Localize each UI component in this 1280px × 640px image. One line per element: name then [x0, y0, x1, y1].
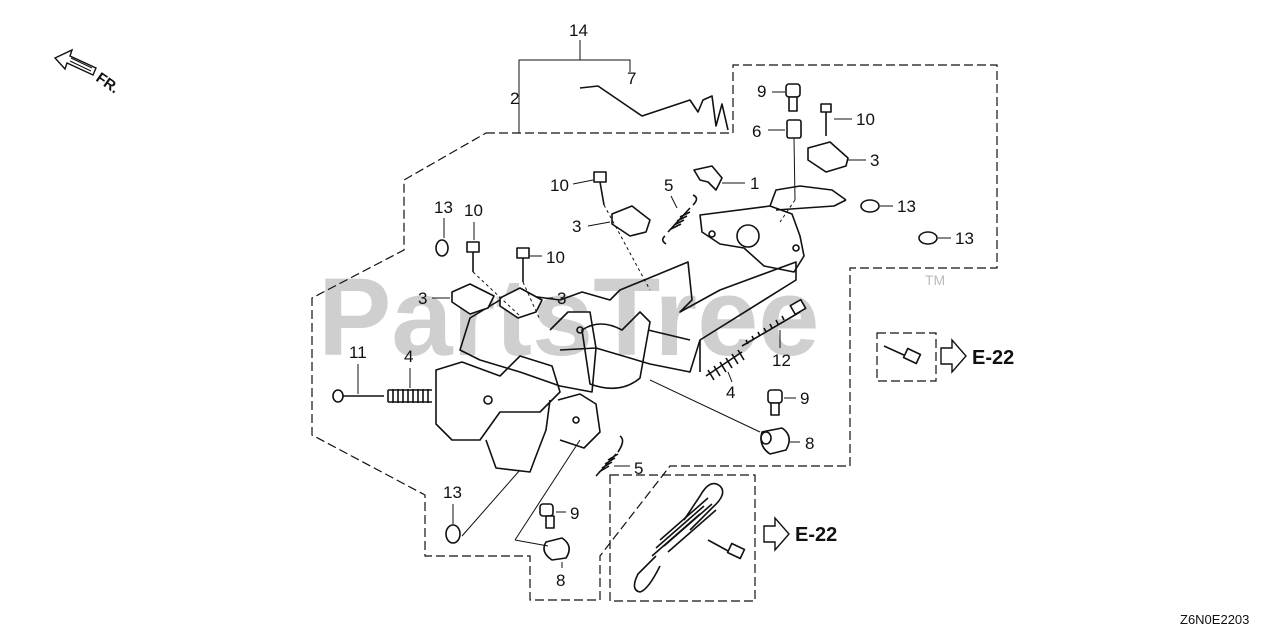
callout-9-lower: 9	[570, 504, 579, 523]
assembly-outline	[311, 64, 998, 601]
callout-12: 12	[772, 351, 791, 370]
e22-upper-box	[876, 332, 937, 382]
clamp-3-middle	[611, 205, 651, 237]
callout-3-middle: 3	[572, 217, 581, 236]
bolt-10-left-a	[466, 241, 480, 272]
spring-4-left	[387, 389, 432, 403]
washer-13-right-b	[918, 231, 938, 245]
reference-label-upper: E-22	[972, 347, 1014, 369]
spring-4-right	[705, 349, 745, 381]
front-direction-arrow-icon	[53, 48, 97, 76]
bolt-12	[741, 298, 807, 347]
diagram-code: Z6N0E2203	[1180, 612, 1249, 627]
callout-4-right: 4	[726, 383, 735, 402]
control-base-plate	[459, 261, 797, 393]
callout-10-left-a: 10	[464, 201, 483, 220]
callout-1: 1	[750, 174, 759, 193]
watermark-trademark: TM	[925, 272, 945, 288]
callout-13-left-top: 13	[434, 198, 453, 217]
washer-13-left-top	[435, 239, 449, 257]
knob-8-lower	[543, 537, 570, 561]
clamp-3-left-a	[451, 283, 495, 315]
callout-5-upper: 5	[664, 176, 673, 195]
clamp-3-top	[807, 141, 849, 173]
bolt-e22-upper	[883, 345, 922, 365]
bolt-e22-lower	[707, 539, 746, 560]
callout-5-lower: 5	[634, 459, 643, 478]
callout-14-bracket	[518, 59, 631, 133]
front-direction-label: FR.	[93, 69, 123, 97]
return-spring	[633, 482, 724, 593]
bolt-10-top	[820, 103, 832, 136]
callout-3-left-b: 3	[557, 289, 566, 308]
callout-3-left-a: 3	[418, 289, 427, 308]
spring-5-lower	[595, 435, 624, 477]
callout-10-middle: 10	[550, 176, 569, 195]
governor-rod-part	[579, 85, 729, 131]
watermark-text: PartsTree	[318, 256, 819, 379]
reference-label-lower: E-22	[795, 524, 837, 546]
bolt-9-lower	[539, 503, 555, 529]
governor-arm-plate	[699, 205, 805, 273]
callout-13-right-a: 13	[897, 197, 916, 216]
screw-11	[332, 389, 384, 403]
washer-13-lower	[445, 524, 461, 544]
callout-13-right-b: 13	[955, 229, 974, 248]
callout-10-top: 10	[856, 110, 875, 129]
nut-6	[786, 119, 802, 201]
clip-1	[693, 165, 723, 191]
callout-2: 2	[510, 89, 519, 108]
reference-arrow-upper-icon	[940, 338, 967, 374]
bolt-9-top	[785, 83, 801, 112]
washer-13-right-a	[860, 199, 880, 213]
callout-10-left-b: 10	[546, 248, 565, 267]
callout-8-lower: 8	[556, 571, 565, 590]
callout-4-left: 4	[404, 347, 413, 366]
callout-14: 14	[569, 21, 588, 40]
callout-9-right: 9	[800, 389, 809, 408]
callout-6: 6	[752, 122, 761, 141]
bolt-10-middle	[593, 171, 607, 206]
bolt-10-left-b	[516, 247, 530, 282]
reference-arrow-lower-icon	[763, 516, 790, 552]
bolt-9-right	[767, 389, 783, 416]
callout-3-top: 3	[870, 151, 879, 170]
spring-5-upper	[661, 194, 698, 245]
callout-11: 11	[349, 343, 367, 362]
callout-9-top: 9	[757, 82, 766, 101]
callout-7: 7	[627, 69, 636, 88]
knob-8-right	[760, 427, 790, 455]
callout-13-lower: 13	[443, 483, 462, 502]
spring-detail-box	[609, 474, 756, 602]
callout-8-right: 8	[805, 434, 814, 453]
